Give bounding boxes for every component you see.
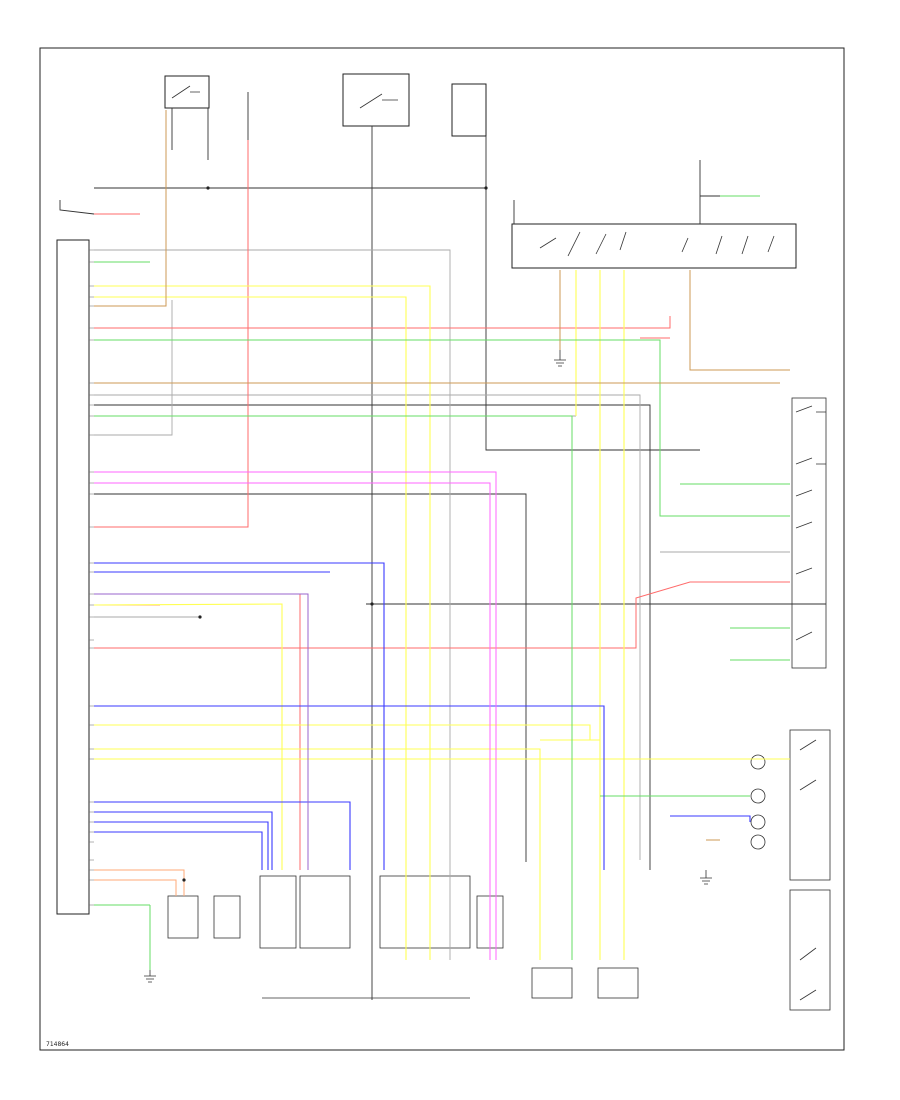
output-speed-sensor [531, 967, 573, 999]
purple-wires [94, 593, 309, 870]
diagram-border [39, 47, 845, 1051]
steering-switch-panel [789, 889, 831, 1011]
splice-dots [182, 186, 488, 882]
mode-switch-panel [789, 729, 831, 881]
kickdown-switch [213, 895, 241, 939]
pink-wires [94, 471, 497, 960]
range-switch-contacts [795, 405, 826, 641]
selector-switch-contacts [539, 231, 775, 257]
solenoid-valve-connector-a [259, 875, 297, 949]
tan-wires [94, 110, 790, 841]
ignition-switch-icon [359, 93, 398, 109]
tcm-pin-ticks [89, 249, 94, 906]
gray-wires [94, 249, 790, 960]
fuse-box-right-top [451, 83, 487, 137]
selector-switch-box [511, 223, 797, 269]
orange-wires [94, 869, 185, 896]
black-wires [59, 92, 826, 1000]
green-wires [94, 195, 790, 970]
shift-lock-solenoid [167, 895, 199, 939]
yellow-wires [93, 270, 790, 960]
ground-symbol-icon [144, 350, 712, 983]
mode-switch-contact [799, 739, 817, 791]
input-speed-sensor [597, 967, 639, 999]
pressure-control-valve-connector [379, 875, 471, 949]
tcm-module [56, 239, 90, 915]
transmission-range-switch-panel [791, 397, 827, 669]
connector-circle-icon [750, 754, 766, 850]
solenoid-valve-connector-b [299, 875, 351, 949]
blue-wires [94, 562, 751, 870]
transmission-relay-box [164, 75, 210, 109]
steering-switch-contact [799, 947, 817, 1001]
diagram-code: 714864 [46, 1041, 69, 1048]
relay-switch-icon [171, 85, 200, 99]
ignition-relay-box [342, 73, 410, 127]
